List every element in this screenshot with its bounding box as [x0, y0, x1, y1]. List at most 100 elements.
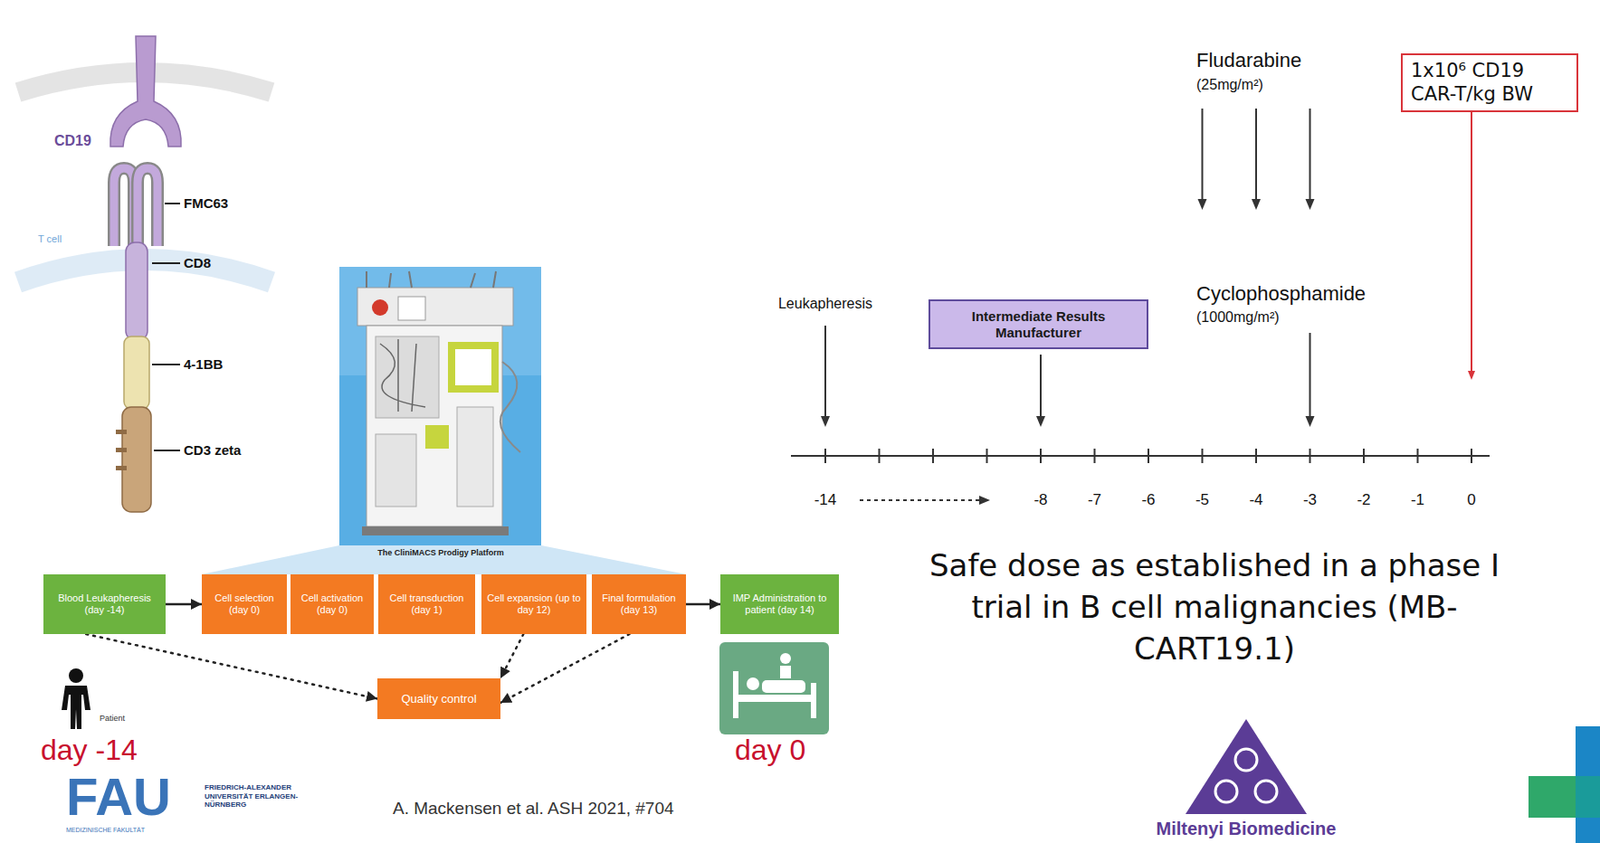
tubing	[380, 339, 426, 412]
logo-text: FAU	[66, 771, 172, 824]
part-name: T cell	[38, 233, 62, 246]
dose-arrow	[1201, 108, 1204, 201]
leader-line	[153, 449, 181, 452]
itam	[115, 447, 127, 453]
screen-frame	[447, 342, 499, 393]
ticks	[825, 448, 1472, 464]
scfv-outline	[114, 168, 134, 247]
dotted-arrow	[85, 634, 378, 700]
process-box: Cell transduction (day 1)	[378, 574, 476, 635]
axis-number: -14	[814, 491, 838, 510]
doctor	[780, 653, 791, 665]
patient	[761, 680, 806, 694]
tubing	[366, 271, 496, 288]
leader-line	[152, 262, 181, 265]
box-text: Cell transduction (day 1)	[382, 592, 471, 617]
event-arrow	[824, 325, 827, 419]
prodigy-photo	[201, 266, 686, 575]
box-text: Cell activation (day 0)	[295, 592, 370, 617]
head	[68, 668, 84, 684]
process-box: Blood Leukapheresis (day -14)	[43, 574, 166, 635]
dotted-arrow	[500, 634, 630, 704]
platform-fan	[201, 545, 686, 575]
image-caption: The CliniMACS Prodigy Platform	[377, 548, 505, 559]
logo-text: MEDIZINISCHE FAKULTÄT	[66, 827, 145, 835]
control	[425, 425, 449, 449]
cd8-hinge	[125, 242, 148, 341]
bed	[810, 683, 817, 719]
axis-number: -7	[1087, 491, 1102, 510]
logo-ring	[1235, 749, 1258, 772]
part-name: CD8	[183, 255, 211, 272]
logo-block	[1575, 776, 1600, 819]
axis-number: 0	[1466, 491, 1476, 510]
body	[61, 685, 91, 730]
centrifuge	[375, 434, 417, 507]
bed	[733, 695, 817, 703]
patient-icon	[61, 668, 91, 730]
leader-line	[152, 363, 181, 366]
arrowhead	[1305, 416, 1315, 428]
milestone-box: Intermediate Results Manufacturer	[928, 299, 1149, 350]
dose-arrow	[1309, 333, 1312, 419]
leader-line	[164, 202, 181, 205]
box-text: Blood Leukapheresis (day -14)	[47, 592, 162, 617]
part-name: FMC63	[183, 195, 229, 212]
logo-triangle	[1185, 719, 1307, 815]
process-box: Cell activation (day 0)	[290, 574, 374, 635]
bed	[733, 671, 739, 719]
event-label: Leukapheresis	[778, 295, 873, 313]
process-box: Cell selection (day 0)	[201, 574, 287, 635]
flow-arrow	[685, 603, 721, 607]
box-text: 1x10⁶ CD19 CAR-T/kg BW	[1410, 59, 1569, 105]
process-box: Cell expansion (up to day 12)	[481, 574, 587, 635]
axis-number: -8	[1033, 491, 1048, 510]
part-name: CD3 zeta	[183, 442, 241, 459]
icon-label: Patient	[99, 714, 125, 724]
patient-bed-icon	[719, 642, 829, 735]
machine-body	[366, 325, 503, 527]
axis	[790, 455, 1490, 458]
scfv-light	[137, 168, 158, 247]
drug-dose: (1000mg/m²)	[1196, 308, 1280, 326]
logo-block	[1575, 726, 1600, 843]
infusion-line	[1470, 99, 1473, 373]
axis-number: -3	[1303, 491, 1317, 510]
dotted-arrow	[500, 634, 524, 679]
logo-ring	[1255, 780, 1277, 803]
screen	[455, 349, 492, 386]
process-box: Final formulation (day 13)	[591, 574, 686, 635]
miltenyi-logo	[1185, 719, 1307, 815]
itam	[115, 466, 127, 471]
note: Safe dose as established in a phase I tr…	[906, 545, 1523, 671]
logo-text: Miltenyi Biomedicine	[1156, 818, 1337, 840]
drug-name: Fludarabine	[1196, 48, 1302, 73]
arrowhead	[1305, 199, 1315, 210]
part-name: 4-1BB	[183, 356, 223, 373]
arrowhead	[979, 495, 991, 505]
logo-ring	[1215, 780, 1238, 803]
box-text: Cell expansion (up to day 12)	[485, 592, 582, 617]
timeline	[790, 99, 1490, 505]
machine-base	[361, 526, 509, 536]
cd3-zeta-domain	[122, 407, 152, 513]
scfv-heavy	[114, 168, 134, 247]
tubing-set	[375, 336, 439, 419]
bag	[371, 299, 389, 316]
day-marker: day -14	[40, 733, 138, 768]
arrowhead	[1036, 416, 1046, 428]
arrowhead	[1198, 199, 1208, 210]
arrowhead	[1467, 371, 1476, 381]
box-text: Quality control	[400, 692, 477, 707]
machine-rack	[357, 287, 514, 326]
door	[457, 407, 494, 507]
4-1bb-domain	[123, 336, 150, 410]
dashed-arrow	[859, 499, 980, 502]
doctor	[780, 666, 791, 679]
flow-arrow	[165, 603, 202, 607]
qc-box: Quality control	[377, 678, 501, 720]
cd19-antigen	[110, 36, 181, 147]
